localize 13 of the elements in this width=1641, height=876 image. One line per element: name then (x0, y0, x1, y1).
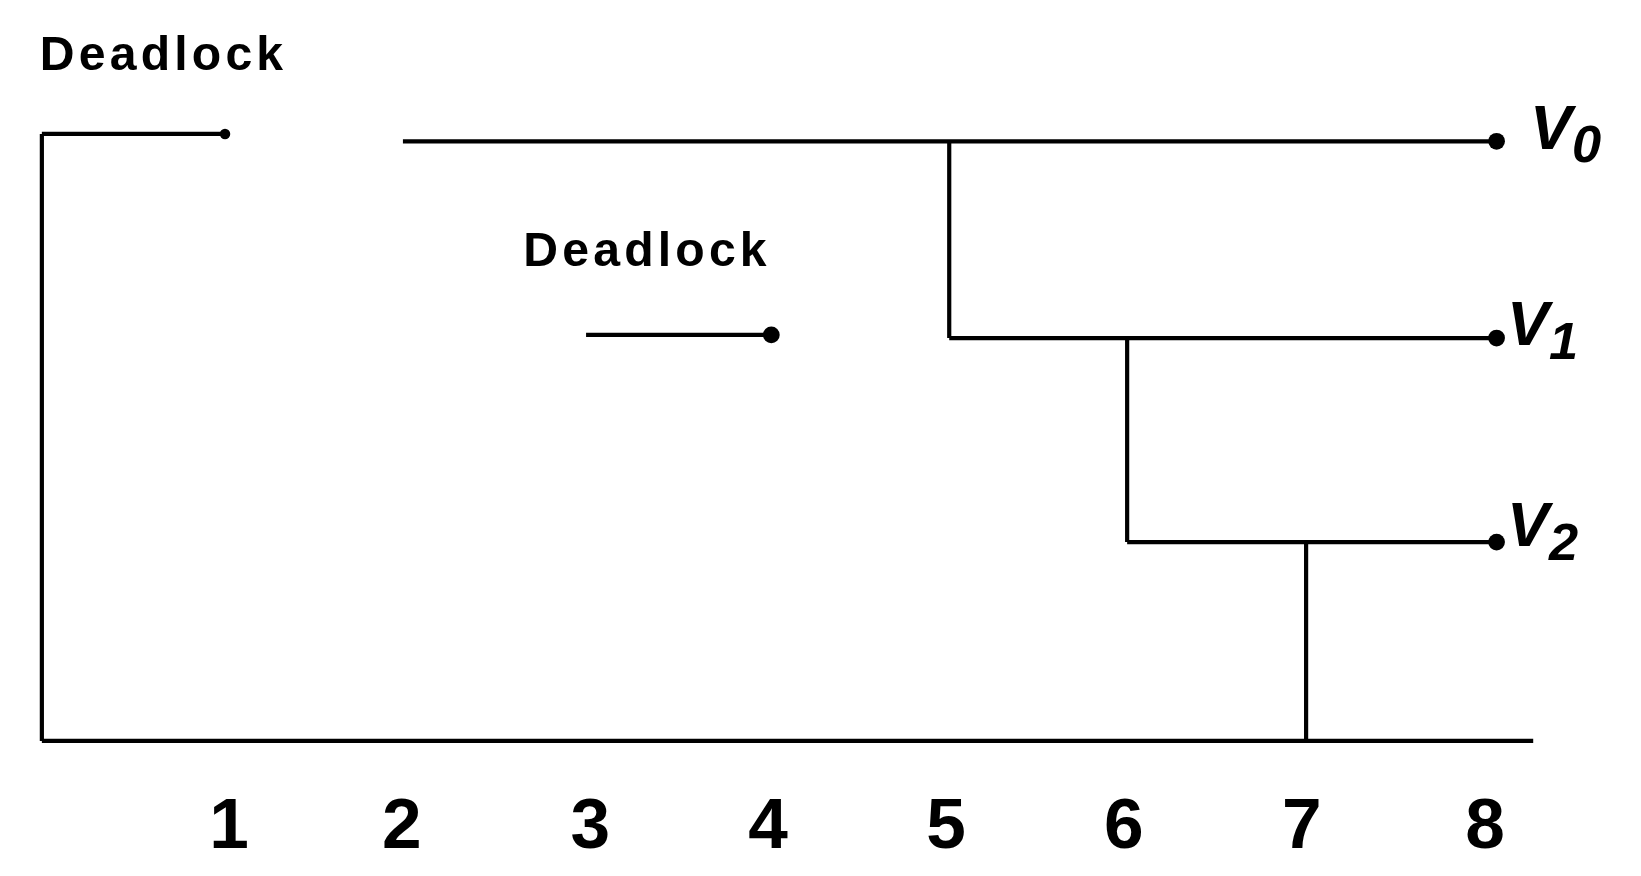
variable-label: V$_{2}$ (1507, 494, 1579, 569)
annotation-text: Deadlock (523, 225, 771, 274)
axis-tick-label: 5 (926, 787, 966, 859)
axis-tick-label: 1 (209, 787, 249, 859)
axis-tick-label: 3 (570, 787, 610, 859)
axis-tick-label: 8 (1465, 787, 1505, 859)
axis-tick-label: 6 (1104, 787, 1144, 859)
axis-tick-label: 4 (748, 787, 788, 859)
variable-label: V$_{0}$ (1530, 96, 1602, 171)
annotation-text: Deadlock (39, 29, 288, 78)
variable-label: V$_{1}$ (1507, 293, 1579, 368)
axis-tick-label: 7 (1282, 787, 1322, 859)
axis-tick-label: 2 (382, 787, 422, 859)
